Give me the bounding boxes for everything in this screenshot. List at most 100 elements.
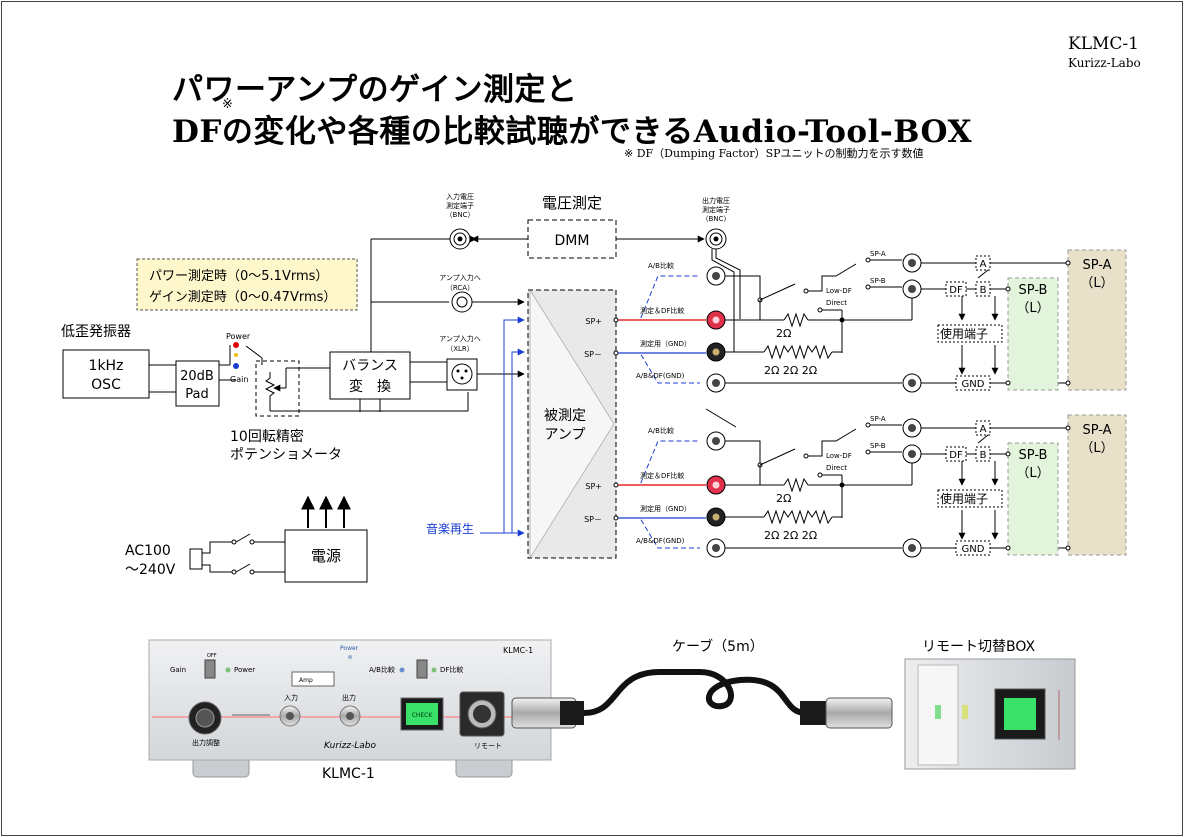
amp-line-2: アンプ — [544, 427, 585, 443]
ac-plug — [189, 548, 203, 570]
input-bnc-line-3: （BNC） — [446, 211, 475, 219]
svg-text:SP-A: SP-A — [1082, 423, 1111, 438]
speaker-b-line-2: （L） — [1016, 301, 1049, 316]
svg-text:測定＆DF比較: 測定＆DF比較 — [640, 471, 684, 480]
unit-name-label: KLMC-1 — [322, 766, 375, 782]
range-box — [136, 258, 358, 311]
gain-indicator — [233, 363, 239, 369]
remote-box-label: リモート切替BOX — [922, 639, 1036, 655]
channel-upper: SP+ SP－ A/B比較 測定＆DF比較 測定用（GND） A/B&DF(GN… — [584, 249, 1127, 393]
title-line-2: DFの変化や各種の比較試聴ができるAudio-Tool-BOX — [172, 114, 973, 150]
pad-line-2: Pad — [185, 387, 208, 402]
input-bnc-line-2: 測定端子 — [446, 201, 474, 210]
range-line-2: ゲイン測定時（0～0.47Vrms） — [149, 290, 336, 305]
ac-line-1: AC100 — [125, 543, 171, 559]
svg-text:SP-B: SP-B — [870, 442, 886, 450]
xlr-line-1: アンプ入力へ — [439, 334, 481, 343]
xlr-line-2: （XLR） — [446, 345, 474, 353]
a-switch-label: A — [980, 259, 987, 270]
dmm-label: DMM — [555, 233, 590, 249]
input-bnc-line-1: 入力電圧 — [446, 192, 474, 201]
osc-group-label: 低歪発振器 — [61, 324, 131, 340]
svg-text:SP－: SP－ — [584, 515, 602, 524]
svg-text:SP+: SP+ — [585, 482, 602, 491]
panel-amp: Amp — [299, 677, 313, 684]
pot-line-1: 10回転精密 — [230, 428, 304, 445]
speaker-a-line-1: SP-A — [1082, 258, 1111, 273]
osc-line-2: OSC — [91, 377, 121, 393]
binding-post-gnd — [706, 373, 726, 393]
panel-off: OFF — [207, 653, 217, 659]
ac-line-2: ～240V — [125, 562, 176, 578]
low-df-label: Low-DF — [826, 287, 852, 295]
r2-label: 2Ω — [776, 327, 791, 340]
balance-line-2: 変 換 — [349, 378, 391, 395]
svg-text:使用端子: 使用端子 — [940, 491, 988, 506]
b-switch-label: B — [980, 285, 987, 296]
measure-gnd-label: 測定用（GND） — [640, 339, 691, 348]
title-line-1: パワーアンプのゲイン測定と — [172, 72, 578, 108]
speaker-b-line-1: SP-B — [1019, 283, 1048, 298]
sp-a-post — [902, 253, 922, 273]
sp-b-post — [902, 279, 922, 299]
input-bnc-connector — [449, 228, 471, 250]
osc-line-1: 1kHz — [89, 358, 124, 374]
sp-gnd-post — [902, 373, 922, 393]
svg-text:2Ω 2Ω 2Ω: 2Ω 2Ω 2Ω — [764, 529, 817, 542]
svg-text:B: B — [980, 450, 987, 461]
osc-box — [62, 349, 150, 399]
svg-text:SP-B: SP-B — [1019, 448, 1048, 463]
balance-box — [329, 351, 411, 400]
svg-text:A/B&DF(GND): A/B&DF(GND) — [636, 537, 685, 545]
svg-text:A/B比較: A/B比較 — [648, 426, 674, 435]
toggle-switch-ab-df[interactable] — [416, 659, 428, 679]
speaker-a-box — [1067, 249, 1127, 391]
svg-text:測定用（GND）: 測定用（GND） — [640, 504, 691, 513]
pad-line-1: 20dB — [180, 369, 214, 384]
xlr-plug-right — [825, 697, 893, 729]
panel-out-label: 出力 — [342, 693, 356, 702]
cable — [583, 669, 807, 716]
svg-text:Low-DF: Low-DF — [826, 452, 852, 460]
psu-box — [284, 529, 368, 583]
sp-minus-label: SP－ — [584, 350, 602, 359]
r222-label: 2Ω 2Ω 2Ω — [764, 364, 817, 377]
gnd-switch-label: GND — [962, 379, 985, 390]
pad-box — [175, 360, 220, 407]
power-indicator — [233, 342, 239, 348]
binding-post-red — [706, 310, 726, 330]
model-label: KLMC-1 — [1068, 34, 1139, 54]
sp-b-small-label: SP-B — [870, 277, 886, 285]
direct-label: Direct — [826, 299, 847, 307]
rca-line-2: （RCA） — [446, 284, 474, 292]
panel-remote-label: リモート — [474, 742, 502, 750]
power-label: Power — [226, 332, 251, 341]
measure-df-label: 測定＆DF比較 — [640, 306, 684, 315]
output-bnc-connector — [705, 228, 727, 250]
panel-power-top: Power — [340, 645, 359, 652]
toggle-switch-power[interactable] — [204, 659, 216, 679]
panel-brand: KLMC-1 — [503, 646, 533, 655]
photo-section: KLMC-1 Power Gain OFF Power 出力調整 Amp 入力 … — [148, 639, 1076, 778]
pot-line-2: ポテンショメータ — [230, 447, 342, 463]
panel-in-label: 入力 — [284, 693, 298, 702]
speaker-b-box — [1007, 277, 1059, 391]
svg-text:2Ω: 2Ω — [776, 492, 791, 505]
output-bnc-line-3: （BNC） — [702, 215, 731, 223]
binding-post-black — [706, 342, 726, 362]
svg-text:SP-A: SP-A — [870, 415, 886, 423]
sp-a-small-label: SP-A — [870, 250, 886, 258]
channel-lower: SP+ SP－ A/B比較 測定＆DF比較 測定用（GND） A/B&DF(GN… — [584, 408, 1127, 558]
rca-line-1: アンプ入力へ — [439, 273, 481, 282]
balance-line-1: バランス — [342, 358, 398, 374]
panel-logo: Kurizz-Labo — [324, 741, 377, 751]
output-bnc-line-1: 出力電圧 — [702, 196, 730, 205]
panel-gain: Gain — [170, 666, 186, 674]
speaker-a-line-2: （L） — [1080, 276, 1113, 291]
title-mark: ※ — [222, 97, 233, 112]
output-bnc-line-2: 測定端子 — [702, 205, 730, 214]
xlr-connector — [446, 358, 478, 391]
svg-text:Direct: Direct — [826, 464, 847, 472]
gain-label: Gain — [230, 375, 248, 384]
